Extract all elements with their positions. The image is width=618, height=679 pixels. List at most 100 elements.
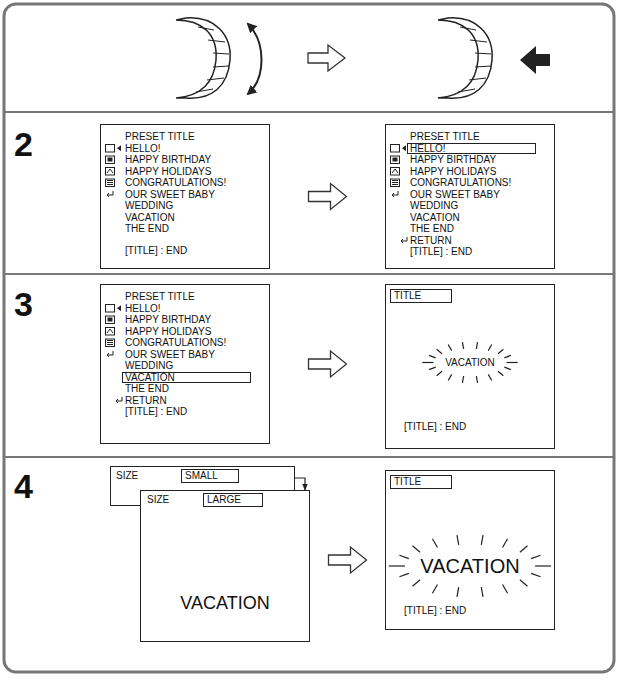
sparkle-ray (535, 565, 551, 566)
drawing-part (391, 179, 400, 187)
menu-icon (106, 179, 115, 187)
sparkle-ray (462, 376, 463, 383)
drawing-part (106, 145, 115, 153)
menu-item: PRESET TITLE (101, 291, 265, 303)
screen-text: [TITLE] : END (404, 605, 466, 617)
drawing-part (475, 53, 491, 54)
drawing-part (198, 27, 214, 30)
sparkle-ray (504, 355, 511, 357)
menu-icon (392, 191, 398, 197)
menu-icon (106, 305, 115, 313)
drawing-part (392, 191, 398, 197)
menu-icon (106, 339, 115, 347)
menu-icon (106, 156, 115, 164)
sparkle-ray (507, 362, 518, 363)
drawing-part (108, 158, 112, 161)
lcd-screen: PRESET TITLEHELLO!HAPPY BIRTHDAYHAPPY HO… (100, 284, 270, 444)
menu-item: THE END (386, 223, 550, 235)
sparkle-ray (399, 555, 408, 558)
menu-item: RETURN (386, 235, 550, 247)
screen-text: HELLO! (410, 144, 535, 154)
menu-item: VACATION (101, 212, 265, 224)
menu-item: HAPPY HOLIDAYS (386, 166, 550, 178)
drawing-part (106, 339, 115, 347)
drawing-part (213, 53, 229, 54)
menu-item: OUR SWEET BABY (386, 189, 550, 201)
sparkle-ray (488, 374, 492, 380)
sparkle-ray (462, 342, 463, 349)
step-arrow (329, 547, 367, 573)
menu-item: THE END (101, 383, 265, 395)
sparkle-ray (481, 587, 483, 597)
menu-item: WEDDING (101, 360, 265, 372)
screen-text: SIZE (116, 470, 138, 482)
drawing-part (470, 40, 487, 42)
menu-item: WEDDING (386, 200, 550, 212)
menu-item: [TITLE] : END (386, 246, 550, 258)
highlight-box: SMALL (181, 469, 239, 483)
step-number: 4 (14, 468, 33, 504)
menu-item: HAPPY BIRTHDAY (386, 154, 550, 166)
lcd-screen: SIZEVACATIONLARGE (140, 490, 310, 642)
cursor-pointer (117, 145, 121, 151)
menu-icons (101, 125, 125, 268)
screen-text: VACATION (386, 555, 554, 578)
turn-arrow (248, 24, 262, 94)
sparkle-ray (429, 367, 436, 369)
drawing-part (108, 318, 112, 321)
lcd-screen: PRESET TITLEHELLO!HAPPY BIRTHDAYHAPPY HO… (385, 124, 555, 269)
drawing-part (393, 158, 397, 161)
menu-item: CONGRATULATIONS! (386, 177, 550, 189)
menu-item: HELLO! (101, 143, 265, 155)
drawing-part (196, 27, 229, 92)
sparkle-ray (520, 580, 528, 586)
cursor-pointer (402, 145, 406, 151)
menu-item: WEDDING (101, 200, 265, 212)
screen-text: TITLE (394, 290, 448, 302)
drawing-part (458, 27, 491, 92)
return-icon (116, 397, 122, 403)
sparkle-ray (498, 371, 503, 375)
sparkle-ray (520, 546, 528, 552)
screen-text: [TITLE] : END (404, 421, 466, 433)
menu-icons (101, 285, 125, 443)
sparkle-ray (457, 587, 459, 597)
menu-item: [TITLE] : END (101, 245, 265, 257)
sparkle-ray (503, 539, 508, 548)
drawing-part (469, 78, 486, 80)
drawing-part (107, 181, 113, 185)
drawing-part (391, 156, 400, 164)
drawing-part (106, 156, 115, 164)
screen-text: LARGE (207, 494, 259, 506)
size-toggle-arrow (295, 478, 305, 490)
drawing-part (106, 328, 115, 336)
drawing-part (207, 78, 224, 80)
highlight-box: TITLE (390, 289, 452, 303)
drawing-part (392, 169, 398, 173)
drawing-part (106, 305, 115, 313)
drawing-part (106, 168, 115, 176)
menu-icon (391, 145, 400, 153)
press-arrow (520, 46, 550, 74)
screen-text: VACATION (386, 357, 554, 369)
step-number: 3 (14, 286, 33, 322)
sparkle-ray (504, 367, 511, 369)
highlight-box: TITLE (390, 475, 452, 489)
sparkle-ray (422, 362, 433, 363)
sparkle-ray (476, 376, 477, 383)
sparkle-ray (448, 345, 452, 351)
highlight-box: VACATION (122, 372, 251, 384)
screen-text: TITLE (394, 476, 448, 488)
drawing-part (107, 191, 113, 197)
jog-dial (176, 18, 262, 98)
menu-icon (106, 145, 115, 153)
drawing-part (460, 27, 476, 30)
screen-text: VACATION (141, 593, 309, 614)
drawing-part (392, 181, 398, 185)
sparkle-ray (389, 565, 405, 566)
drawing-part (475, 66, 491, 67)
row-divider (5, 273, 613, 275)
cursor-pointer (117, 305, 121, 311)
highlight-box: LARGE (203, 493, 263, 507)
row-divider (5, 456, 613, 458)
